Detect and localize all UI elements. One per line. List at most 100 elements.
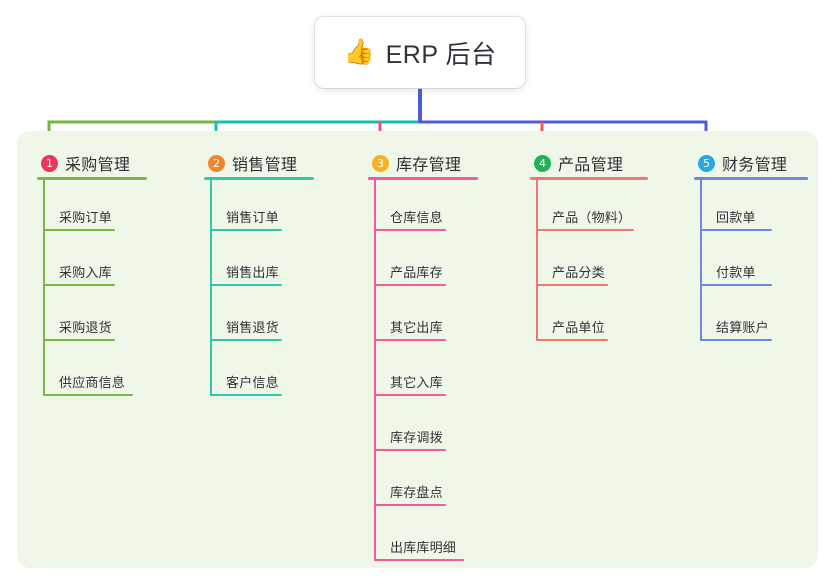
leaf-item[interactable]: 出库库明细 bbox=[368, 510, 464, 565]
leaf-item[interactable]: 采购退货 bbox=[37, 290, 130, 345]
leaf-label: 仓库信息 bbox=[390, 210, 443, 225]
branch-title-3: 库存管理 bbox=[396, 157, 462, 174]
branch-header-2[interactable]: 2 销售管理 bbox=[204, 146, 314, 180]
leaf-item[interactable]: 付款单 bbox=[694, 235, 787, 290]
branch-spine-4 bbox=[536, 180, 538, 341]
leaf-label: 结算账户 bbox=[716, 320, 769, 335]
branch-title-4: 产品管理 bbox=[558, 157, 624, 174]
leaf-label: 采购入库 bbox=[59, 265, 112, 280]
thumbs-up-icon: 👍 bbox=[343, 38, 375, 66]
leaf-underline bbox=[700, 284, 772, 286]
branch-title-5: 财务管理 bbox=[722, 157, 788, 174]
branch-items-2: 销售订单销售出库销售退货客户信息 bbox=[204, 180, 297, 400]
leaf-item[interactable]: 结算账户 bbox=[694, 290, 787, 345]
branch-5: 5 财务管理回款单付款单结算账户 bbox=[694, 146, 808, 345]
branch-4: 4 产品管理产品（物料） 产品分类产品单位 bbox=[530, 146, 648, 345]
leaf-underline bbox=[374, 284, 446, 286]
branch-header-1[interactable]: 1 采购管理 bbox=[37, 146, 147, 180]
branch-badge-4: 4 bbox=[534, 154, 551, 172]
leaf-label: 回款单 bbox=[716, 210, 756, 225]
leaf-item[interactable]: 库存盘点 bbox=[368, 455, 461, 510]
leaf-label: 采购退货 bbox=[59, 320, 112, 335]
leaf-item[interactable]: 其它入库 bbox=[368, 345, 461, 400]
leaf-underline bbox=[374, 449, 446, 451]
branch-badge-1: 1 bbox=[41, 154, 58, 172]
leaf-underline bbox=[536, 284, 608, 286]
root-title: ERP 后台 bbox=[385, 40, 497, 69]
branch-spine-5 bbox=[700, 180, 702, 341]
leaf-underline bbox=[374, 394, 446, 396]
branches-panel bbox=[17, 131, 818, 568]
branch-items-4: 产品（物料） 产品分类产品单位 bbox=[530, 180, 634, 345]
leaf-underline bbox=[210, 394, 282, 396]
leaf-label: 销售退货 bbox=[226, 320, 279, 335]
branch-items-3: 仓库信息产品库存其它出库其它入库库存调拨库存盘点出库库明细 bbox=[368, 180, 464, 565]
leaf-underline bbox=[700, 229, 772, 231]
leaf-underline bbox=[374, 559, 464, 561]
leaf-item[interactable]: 其它出库 bbox=[368, 290, 461, 345]
leaf-underline bbox=[536, 229, 634, 231]
branch-items-5: 回款单付款单结算账户 bbox=[694, 180, 787, 345]
leaf-label: 客户信息 bbox=[226, 375, 279, 390]
branch-3: 3 库存管理仓库信息产品库存其它出库其它入库库存调拨库存盘点出库库明细 bbox=[368, 146, 478, 565]
branch-underline-1 bbox=[37, 177, 147, 180]
branch-2: 2 销售管理销售订单销售出库销售退货客户信息 bbox=[204, 146, 314, 400]
leaf-underline bbox=[210, 339, 282, 341]
branch-title-2: 销售管理 bbox=[232, 157, 298, 174]
leaf-item[interactable]: 客户信息 bbox=[204, 345, 297, 400]
branch-header-3[interactable]: 3 库存管理 bbox=[368, 146, 478, 180]
leaf-label: 产品分类 bbox=[552, 265, 605, 280]
leaf-label: 出库库明细 bbox=[390, 540, 457, 555]
leaf-underline bbox=[374, 229, 446, 231]
leaf-item[interactable]: 销售订单 bbox=[204, 180, 297, 235]
branch-underline-2 bbox=[204, 177, 314, 180]
leaf-underline bbox=[374, 339, 446, 341]
leaf-underline bbox=[210, 284, 282, 286]
leaf-underline bbox=[210, 229, 282, 231]
branch-underline-3 bbox=[368, 177, 478, 180]
leaf-label: 付款单 bbox=[716, 265, 756, 280]
branch-items-1: 采购订单采购入库采购退货供应商信息 bbox=[37, 180, 133, 400]
leaf-item[interactable]: 供应商信息 bbox=[37, 345, 133, 400]
branch-badge-2: 2 bbox=[208, 154, 225, 172]
leaf-item[interactable]: 库存调拨 bbox=[368, 400, 461, 455]
leaf-item[interactable]: 回款单 bbox=[694, 180, 787, 235]
leaf-item[interactable]: 产品库存 bbox=[368, 235, 461, 290]
leaf-underline bbox=[43, 284, 115, 286]
leaf-item[interactable]: 采购订单 bbox=[37, 180, 130, 235]
leaf-label: 销售订单 bbox=[226, 210, 279, 225]
leaf-item[interactable]: 销售出库 bbox=[204, 235, 297, 290]
branch-header-4[interactable]: 4 产品管理 bbox=[530, 146, 648, 180]
branch-1: 1 采购管理采购订单采购入库采购退货供应商信息 bbox=[37, 146, 147, 400]
leaf-underline bbox=[43, 339, 115, 341]
leaf-label: 销售出库 bbox=[226, 265, 279, 280]
branch-spine-1 bbox=[43, 180, 45, 396]
leaf-label: 产品单位 bbox=[552, 320, 605, 335]
leaf-label: 供应商信息 bbox=[59, 375, 126, 390]
leaf-label: 库存调拨 bbox=[390, 430, 443, 445]
leaf-item[interactable]: 销售退货 bbox=[204, 290, 297, 345]
branch-header-5[interactable]: 5 财务管理 bbox=[694, 146, 808, 180]
root-node[interactable]: 👍 ERP 后台 bbox=[315, 17, 525, 88]
leaf-item[interactable]: 产品单位 bbox=[530, 290, 623, 345]
leaf-underline bbox=[43, 229, 115, 231]
leaf-item[interactable]: 仓库信息 bbox=[368, 180, 461, 235]
branch-badge-3: 3 bbox=[372, 154, 389, 172]
leaf-label: 产品（物料） bbox=[552, 210, 632, 225]
leaf-label: 其它出库 bbox=[390, 320, 443, 335]
leaf-item[interactable]: 产品（物料） bbox=[530, 180, 634, 235]
leaf-label: 产品库存 bbox=[390, 265, 443, 280]
leaf-label: 其它入库 bbox=[390, 375, 443, 390]
leaf-label: 库存盘点 bbox=[390, 485, 443, 500]
branch-underline-5 bbox=[694, 177, 808, 180]
leaf-item[interactable]: 产品分类 bbox=[530, 235, 623, 290]
branch-spine-3 bbox=[374, 180, 376, 561]
leaf-underline bbox=[43, 394, 133, 396]
leaf-underline bbox=[374, 504, 446, 506]
branch-badge-5: 5 bbox=[698, 154, 715, 172]
leaf-item[interactable]: 采购入库 bbox=[37, 235, 130, 290]
leaf-underline bbox=[536, 339, 608, 341]
branch-spine-2 bbox=[210, 180, 212, 396]
branch-title-1: 采购管理 bbox=[65, 157, 131, 174]
